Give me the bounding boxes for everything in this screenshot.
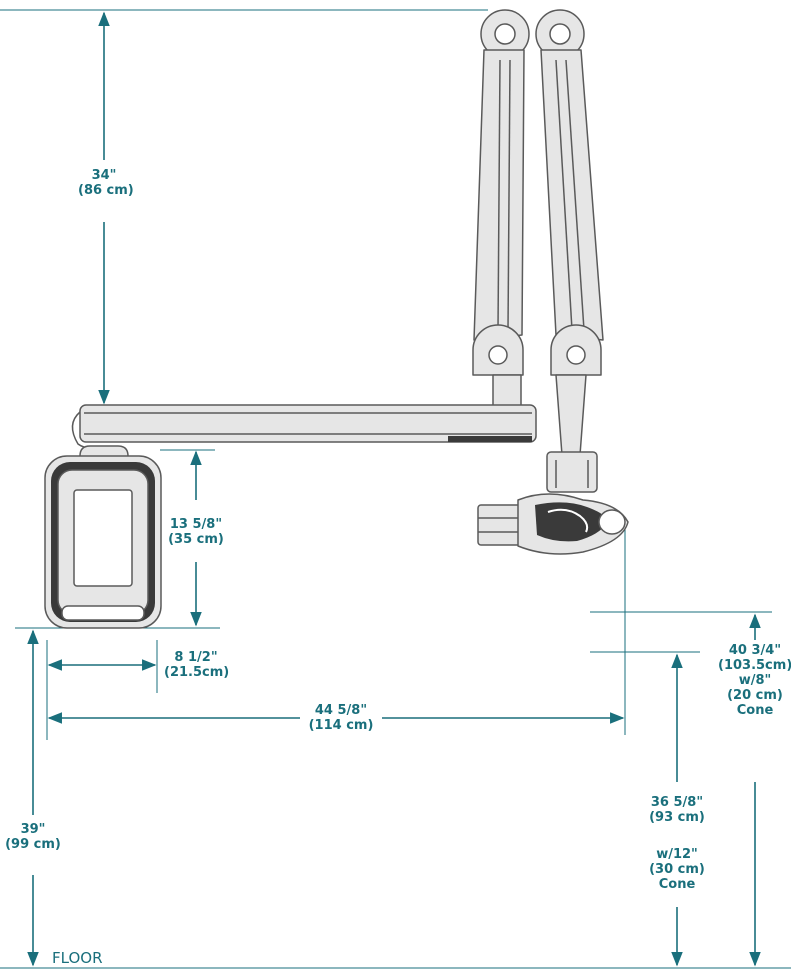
control-panel — [44, 445, 162, 629]
elbow-joint-left — [472, 324, 524, 376]
yoke-stem — [555, 374, 587, 456]
floor-label: FLOOR — [52, 949, 103, 967]
panel-width-label: 8 1/2" (21.5cm) — [164, 650, 230, 680]
cone8-cone: Cone — [736, 703, 774, 718]
mount-height-metric: (99 cm) — [5, 837, 61, 852]
reach-imperial: 44 5/8" — [314, 703, 368, 718]
panel-width-metric: (21.5cm) — [164, 665, 230, 680]
cone12-label-bottom: w/12" (30 cm) Cone — [644, 847, 710, 892]
cone12-cone: Cone — [658, 877, 696, 892]
mount-height-label: 39" (99 cm) — [2, 822, 64, 852]
cone12-imperial: 36 5/8" — [650, 795, 704, 810]
arm-height-imperial: 34" — [91, 168, 117, 183]
cone8-with: w/8" — [738, 673, 772, 688]
cone8-cone-metric: (20 cm) — [727, 688, 783, 703]
cone8-metric: (103.5cm) — [718, 658, 791, 673]
reach-label: 44 5/8" (114 cm) — [300, 703, 382, 733]
upper-joint-right — [535, 9, 585, 59]
panel-height-imperial: 13 5/8" — [169, 517, 223, 532]
panel-width-imperial: 8 1/2" — [174, 650, 218, 665]
scissor-arm-right — [540, 49, 604, 341]
cone8-label: 40 3/4" (103.5cm) w/8" (20 cm) Cone — [718, 643, 791, 718]
tubehead — [477, 493, 629, 555]
extension-lines — [0, 9, 791, 969]
arm-height-metric: (86 cm) — [78, 183, 134, 198]
panel-height-label: 13 5/8" (35 cm) — [166, 517, 226, 547]
extension-arm — [79, 404, 537, 443]
cone12-metric: (93 cm) — [649, 810, 705, 825]
cone12-cone-metric: (30 cm) — [649, 862, 705, 877]
cone12-with: w/12" — [656, 847, 698, 862]
cone8-imperial: 40 3/4" — [728, 643, 782, 658]
arm-height-label: 34" (86 cm) — [78, 168, 134, 198]
tubehead-yoke — [546, 451, 598, 493]
cone12-label-top: 36 5/8" (93 cm) — [644, 795, 710, 825]
dimension-arrows — [27, 11, 761, 967]
reach-metric: (114 cm) — [308, 718, 374, 733]
elbow-joint-right — [550, 324, 602, 376]
mount-height-imperial: 39" — [20, 822, 46, 837]
panel-height-metric: (35 cm) — [168, 532, 224, 547]
xray-unit-drawing — [44, 9, 629, 629]
